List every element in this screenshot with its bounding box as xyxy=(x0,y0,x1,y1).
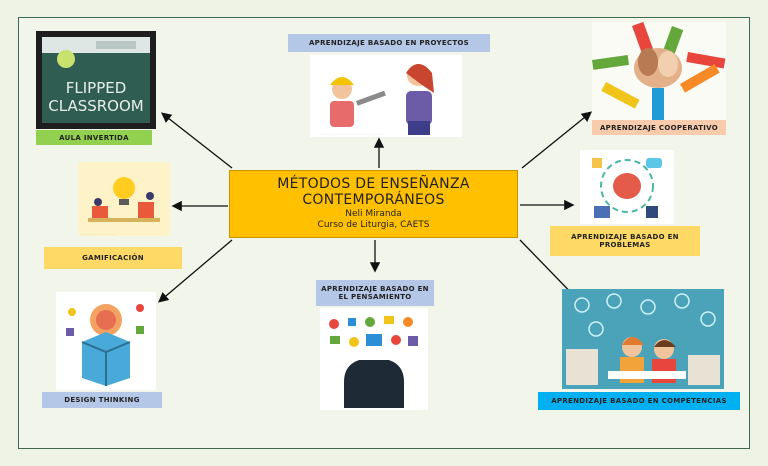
arrow-to-design xyxy=(158,239,233,303)
flipped-classroom-image: FLIPPED CLASSROOM xyxy=(36,31,156,129)
projects-image-caption: · · · · · · · · · · · · · · · · · · · · … xyxy=(320,132,386,136)
gamification-image: · · · · · · · · · · · · · · · · · · · · xyxy=(78,162,170,236)
label-gamificacion: GAMIFICACIÓN xyxy=(44,247,182,269)
label-proyectos-text: APRENDIZAJE BASADO EN PROYECTOS xyxy=(308,39,470,47)
label-competencias-text: APRENDIZAJE BASADO EN COMPETENCIAS xyxy=(551,397,727,405)
gamification-image-caption: · · · · · · · · · · · · · · · · · · · · xyxy=(78,232,116,236)
cooperative-image xyxy=(592,22,726,120)
flipped-image-text-1: FLIPPED xyxy=(66,79,127,97)
label-competencias: APRENDIZAJE BASADO EN COMPETENCIAS xyxy=(538,392,740,410)
label-cooperativo: APRENDIZAJE COOPERATIVO xyxy=(592,120,726,135)
problems-image xyxy=(580,150,674,224)
flipped-image-text-2: CLASSROOM xyxy=(48,97,143,115)
label-problemas-line-2: PROBLEMAS xyxy=(599,241,651,249)
label-pensamiento: APRENDIZAJE BASADO EN EL PENSAMIENTO xyxy=(316,280,434,306)
label-pensamiento-line-1: APRENDIZAJE BASADO EN xyxy=(321,285,429,293)
projects-image: · · · · · · · · · · · · · · · · · · · · … xyxy=(310,55,462,137)
label-aula-invertida: AULA INVERTIDA xyxy=(36,130,152,145)
label-gamificacion-text: GAMIFICACIÓN xyxy=(82,254,144,262)
arrow-to-flipped xyxy=(160,112,233,169)
label-cooperativo-text: APRENDIZAJE COOPERATIVO xyxy=(599,123,719,132)
label-design-thinking: DESIGN THINKING xyxy=(42,392,162,408)
label-aula-invertida-text: AULA INVERTIDA xyxy=(59,133,129,142)
central-title-line-1: MÉTODOS DE ENSEÑANZA xyxy=(277,176,470,192)
label-proyectos: APRENDIZAJE BASADO EN PROYECTOS xyxy=(288,34,490,52)
label-problemas-line-1: APRENDIZAJE BASADO EN xyxy=(571,233,679,241)
arrow-to-cooperative xyxy=(521,111,593,169)
competencies-image xyxy=(562,289,724,389)
thinking-image xyxy=(320,308,428,410)
central-topic-box: MÉTODOS DE ENSEÑANZA CONTEMPORÁNEOS Neli… xyxy=(229,170,518,238)
design-thinking-image xyxy=(56,292,156,390)
label-design-thinking-text: DESIGN THINKING xyxy=(64,396,140,404)
label-problemas: APRENDIZAJE BASADO EN PROBLEMAS xyxy=(550,226,700,256)
label-pensamiento-line-2: EL PENSAMIENTO xyxy=(338,293,412,301)
central-course: Curso de Liturgia, CAETS xyxy=(317,220,430,230)
central-author: Neli Miranda xyxy=(345,209,402,219)
central-title-line-2: CONTEMPORÁNEOS xyxy=(302,192,445,208)
